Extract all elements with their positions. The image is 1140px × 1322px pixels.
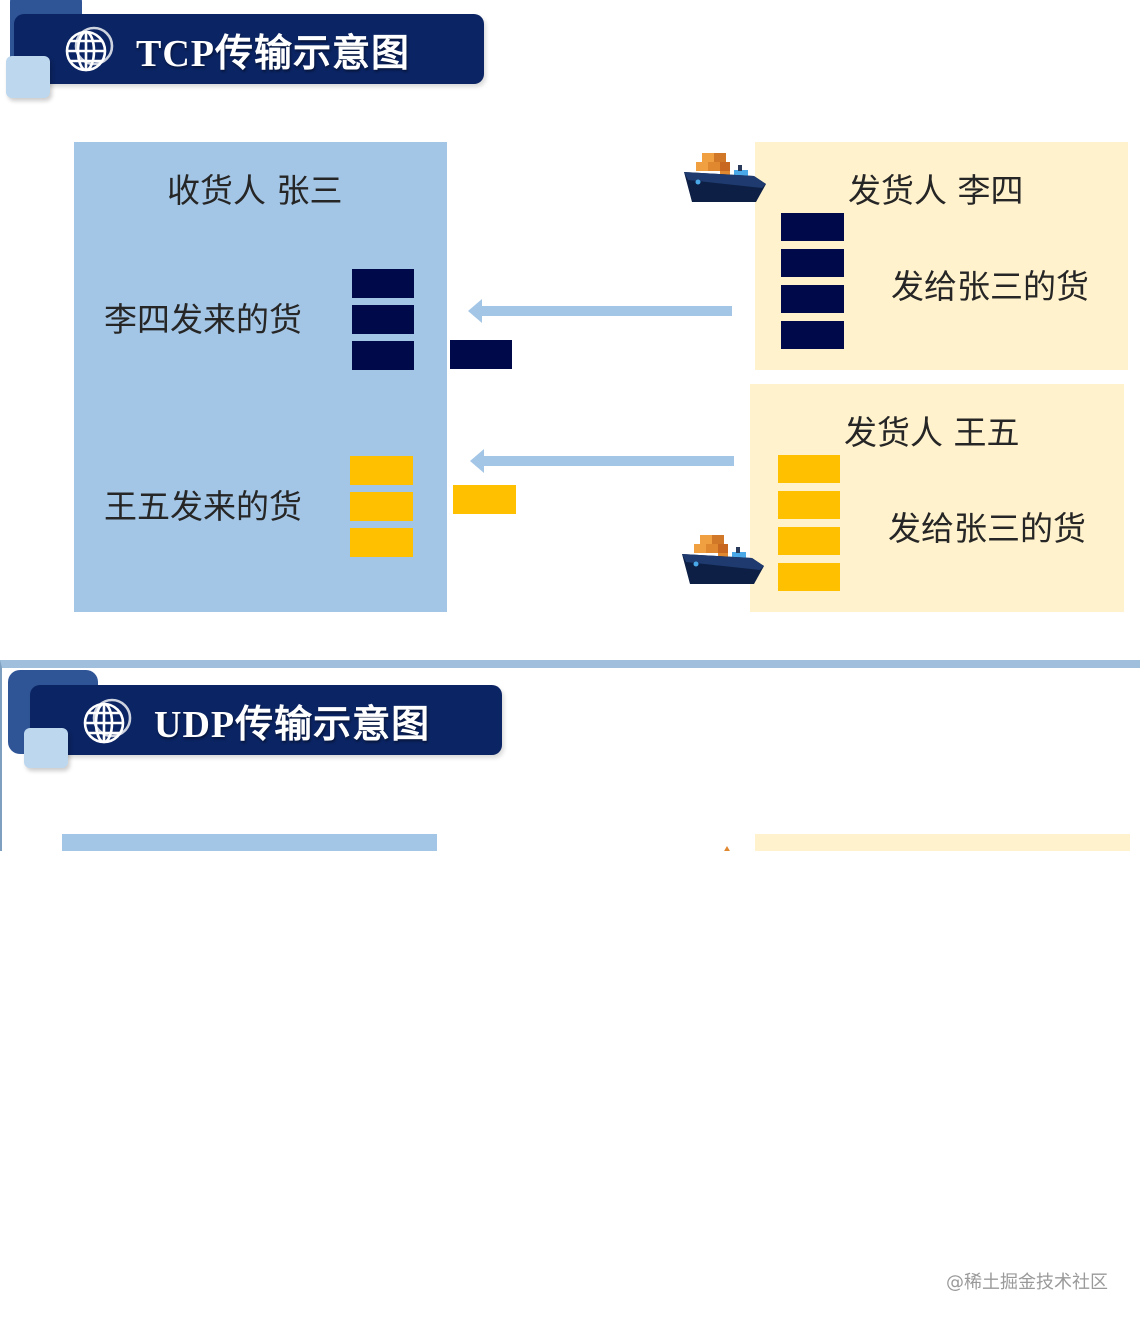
sender-title-wangwu: 发货人 王五 — [844, 413, 1020, 452]
arrow-left-icon — [468, 299, 732, 323]
received-cargo-block — [352, 341, 414, 370]
cargo-ship-icon — [720, 846, 734, 851]
received-cargo-block — [350, 492, 413, 521]
sender-cargo-block — [778, 563, 840, 591]
cargo-ship-icon — [682, 535, 764, 584]
in-transit-cargo-lisi — [450, 340, 512, 369]
in-transit-cargo-wangwu — [453, 485, 516, 514]
header-accent-square — [24, 728, 68, 768]
globe-icon — [83, 698, 132, 744]
receiver-panel — [62, 834, 437, 851]
received-cargo-block — [352, 269, 414, 298]
sender-cargo-block — [781, 321, 844, 349]
receiver-title: 收货人 张三 — [167, 171, 343, 210]
udp-title: UDP传输示意图 — [154, 703, 431, 746]
arrow-left-icon — [470, 449, 734, 473]
sender-text-wangwu: 发给张三的货 — [888, 509, 1086, 548]
header-accent-square — [6, 56, 50, 98]
received-cargo-block — [350, 456, 413, 485]
sender-cargo-block — [781, 285, 844, 313]
received-cargo-block — [352, 305, 414, 334]
cargo-ship-icon — [684, 153, 766, 202]
tcp-header-banner: TCP传输示意图 — [14, 14, 484, 84]
receiver-row-label-lisi: 李四发来的货 — [104, 300, 302, 339]
tcp-slide: TCP传输示意图 收货人 张三 李四发来的货 王五发来的货 发货人 李四 发给张… — [0, 0, 1140, 660]
sender-cargo-block — [778, 527, 840, 555]
udp-slide: UDP传输示意图 — [0, 660, 1140, 851]
globe-icon — [65, 26, 114, 72]
watermark: @稀土掘金技术社区 — [946, 1272, 1108, 1293]
sender-title-lisi: 发货人 李四 — [848, 171, 1024, 210]
sender-cargo-block — [778, 491, 840, 519]
sender-text-lisi: 发给张三的货 — [891, 267, 1089, 306]
sender-cargo-block — [781, 213, 844, 241]
receiver-row-label-wangwu: 王五发来的货 — [104, 487, 302, 526]
received-cargo-block — [350, 528, 413, 557]
sender-panel — [755, 834, 1130, 851]
udp-header-banner: UDP传输示意图 — [30, 685, 502, 755]
sender-cargo-block — [778, 455, 840, 483]
sender-cargo-block — [781, 249, 844, 277]
tcp-title: TCP传输示意图 — [136, 32, 411, 75]
